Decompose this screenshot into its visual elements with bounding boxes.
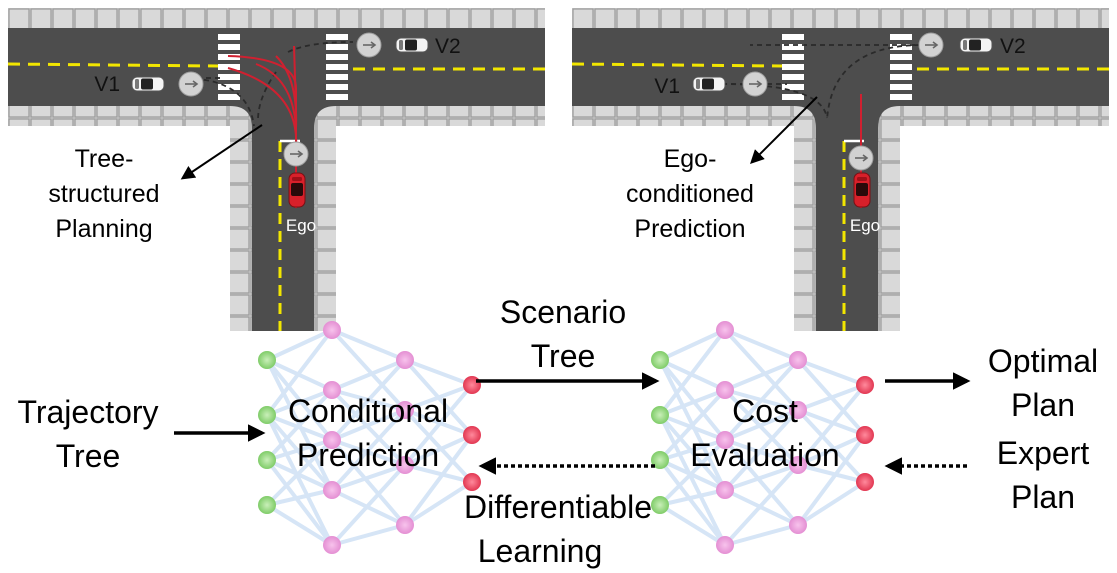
- v1-label: V1: [654, 75, 680, 98]
- ego-car-icon: [288, 172, 306, 208]
- input-line-1: Trajectory: [17, 394, 158, 430]
- planned-trajectory-tree: [227, 45, 298, 208]
- ego-direction-icon: [283, 141, 309, 167]
- scenario-tree-label: Scenario Tree: [500, 294, 626, 374]
- ego-car-icon: [853, 172, 871, 208]
- annotation-2-line-1: Ego-: [664, 145, 717, 173]
- conditional-prediction-label: Conditional Prediction: [288, 393, 448, 473]
- output-line-2: Plan: [1011, 387, 1075, 423]
- scene-ego-conditioned-prediction: V1 V2 Ego: [570, 6, 1111, 333]
- ego-direction-icon: [848, 145, 874, 171]
- predictor-line-2: Prediction: [297, 437, 439, 473]
- annotation-1-line-3: Planning: [55, 215, 152, 243]
- evaluator-line-1: Cost: [732, 393, 798, 429]
- v1-direction-icon: [742, 71, 768, 97]
- annotation-1-line-1: Tree-: [75, 145, 134, 173]
- feedback-expert-plan: Expert Plan: [997, 435, 1090, 515]
- v2-direction-icon: [918, 32, 944, 58]
- vehicle-v2-car-icon: [959, 37, 993, 53]
- annotation-1-line-2: structured: [48, 180, 159, 208]
- scenario-line-2: Tree: [531, 338, 596, 374]
- annotation-2-line-2: conditioned: [626, 180, 754, 208]
- output-optimal-plan: Optimal Plan: [988, 343, 1098, 423]
- ego-label: Ego: [850, 216, 880, 235]
- differentiable-learning-label: Differentiable Learning: [464, 489, 652, 569]
- annotation-arrow-2: [750, 96, 818, 164]
- input-line-2: Tree: [56, 438, 121, 474]
- learning-line-1: Differentiable: [464, 489, 652, 525]
- output-line-1: Optimal: [988, 343, 1098, 379]
- cost-evaluation-label: Cost Evaluation: [690, 393, 839, 473]
- annotation-ego-conditioned-prediction: Ego- conditioned Prediction: [626, 145, 754, 243]
- v2-label: V2: [1000, 35, 1026, 58]
- v1-label: V1: [94, 73, 120, 96]
- annotation-tree-structured-planning: Tree- structured Planning: [48, 145, 159, 243]
- expert-line-1: Expert: [997, 435, 1090, 471]
- scene-tree-planning: V1 V2 Ego: [6, 6, 547, 333]
- evaluator-line-2: Evaluation: [690, 437, 839, 473]
- v2-label: V2: [435, 35, 461, 58]
- input-trajectory-tree: Trajectory Tree: [17, 394, 158, 474]
- annotation-2-line-3: Prediction: [634, 215, 745, 243]
- v1-direction-icon: [178, 71, 204, 97]
- t-intersection-road: [570, 6, 1111, 333]
- expert-line-2: Plan: [1011, 479, 1075, 515]
- v2-direction-icon: [356, 32, 382, 58]
- vehicle-v1-car-icon: [692, 76, 726, 92]
- vehicle-v2-car-icon: [395, 37, 429, 53]
- learning-line-2: Learning: [478, 533, 603, 569]
- ego-label: Ego: [286, 216, 316, 235]
- annotation-arrow-1: [180, 124, 263, 180]
- scenario-line-1: Scenario: [500, 294, 626, 330]
- predictor-line-1: Conditional: [288, 393, 448, 429]
- vehicle-v1-car-icon: [131, 76, 165, 92]
